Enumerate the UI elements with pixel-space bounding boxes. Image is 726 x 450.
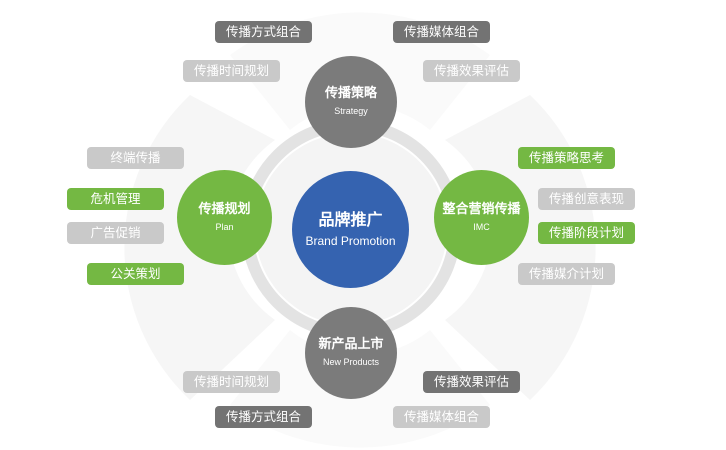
tag-right-1: 传播策略思考 [518,147,615,169]
node-title: 整合营销传播 [442,201,521,217]
node-title: 新产品上市 [318,337,384,352]
node-subtitle: IMC [473,221,490,232]
node-strategy: 传播策略 Strategy [305,56,397,148]
tag-left-1: 终端传播 [87,147,184,169]
tag-right-4: 传播媒介计划 [518,263,615,285]
tag-right-2: 传播创意表现 [538,188,635,210]
node-imc: 整合营销传播 IMC [434,170,529,265]
node-new-products: 新产品上市 New Products [305,307,397,399]
center-node-brand-promotion: 品牌推广 Brand Promotion [292,171,409,288]
node-title: 传播策略 [324,86,377,101]
center-title: 品牌推广 [318,210,383,229]
node-subtitle: Plan [215,221,234,232]
node-subtitle: New Products [322,357,380,367]
tag-top-1: 传播方式组合 [215,21,312,43]
tag-top-3: 传播时间规划 [183,60,280,82]
tag-left-4: 公关策划 [87,263,184,285]
tag-top-2: 传播媒体组合 [393,21,490,43]
tag-right-3: 传播阶段计划 [538,222,635,244]
node-title: 传播规划 [198,201,251,217]
tag-bottom-4: 传播媒体组合 [393,406,490,428]
tag-bottom-2: 传播效果评估 [423,371,520,393]
node-subtitle: Strategy [334,106,368,116]
tag-top-4: 传播效果评估 [423,60,520,82]
tag-left-2: 危机管理 [67,188,164,210]
tag-bottom-3: 传播方式组合 [215,406,312,428]
center-subtitle: Brand Promotion [305,234,396,248]
tag-bottom-1: 传播时间规划 [183,371,280,393]
node-plan: 传播规划 Plan [177,170,272,265]
tag-left-3: 广告促销 [67,222,164,244]
